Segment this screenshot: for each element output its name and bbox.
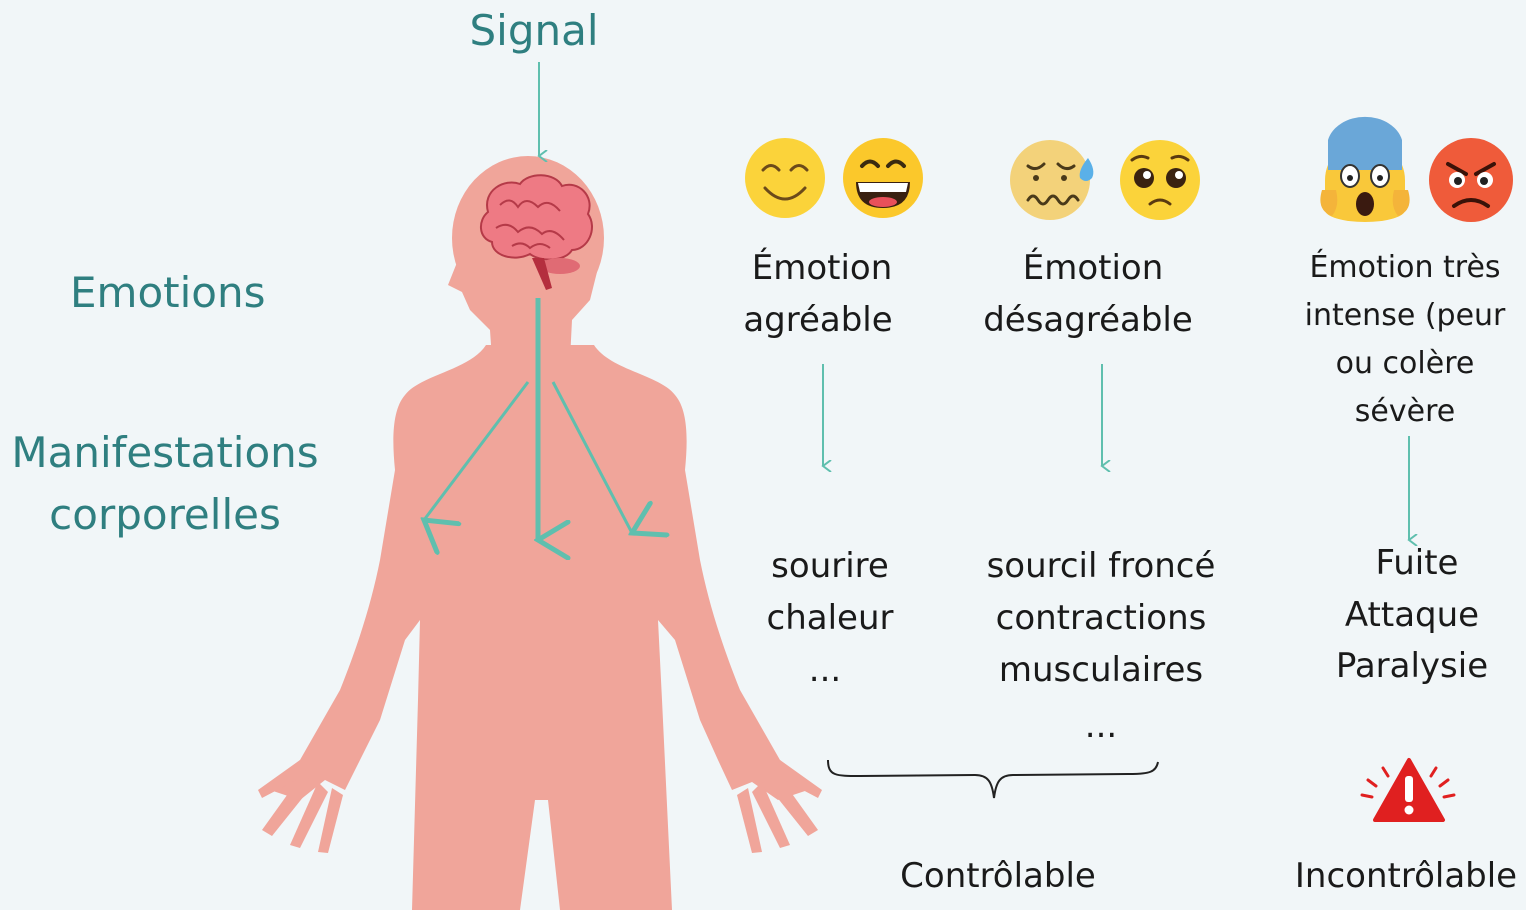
angry-face-icon — [1429, 138, 1513, 222]
emotion-intense-line4: sévère — [1355, 394, 1455, 429]
warning-triangle-icon — [1362, 760, 1454, 820]
emotion-intense-line3: ou colère — [1336, 346, 1475, 381]
manifestations-label-line2: corporelles — [49, 490, 281, 539]
manifestation-pleasant-3: ... — [809, 650, 841, 690]
uncontrollable-label: Incontrôlable — [1295, 856, 1517, 896]
emotion-pleasant-line2: agréable — [743, 300, 892, 340]
manifestation-intense-2: Attaque — [1345, 595, 1479, 635]
screaming-fear-face-icon — [1320, 117, 1409, 222]
manifestation-intense-1: Fuite — [1376, 543, 1459, 583]
manifestation-intense-3: Paralysie — [1336, 646, 1488, 686]
grinning-face-icon — [843, 138, 923, 218]
emotion-unpleasant-line2: désagréable — [983, 300, 1193, 340]
manifestation-unpleasant-3: musculaires — [999, 650, 1203, 690]
emotion-intense-line2: intense (peur — [1305, 298, 1506, 333]
manifestation-pleasant-1: sourire — [771, 546, 889, 586]
manifestations-label-line1: Manifestations — [11, 428, 318, 477]
pleading-face-icon — [1120, 140, 1200, 220]
curly-brace — [828, 760, 1158, 798]
emotions-label: Emotions — [70, 268, 265, 317]
anxious-sweat-face-icon — [1010, 140, 1093, 220]
emotion-intense-line1: Émotion très — [1309, 250, 1500, 285]
smiling-face-icon — [745, 138, 825, 218]
signal-title: Signal — [469, 6, 598, 55]
emotion-unpleasant-line1: Émotion — [1023, 248, 1164, 288]
controllable-label: Contrôlable — [900, 856, 1096, 896]
manifestation-unpleasant-2: contractions — [996, 598, 1207, 638]
manifestation-unpleasant-4: ... — [1085, 706, 1117, 746]
manifestation-pleasant-2: chaleur — [767, 598, 894, 638]
emotion-pleasant-line1: Émotion — [752, 248, 893, 288]
manifestation-unpleasant-1: sourcil froncé — [987, 546, 1216, 586]
